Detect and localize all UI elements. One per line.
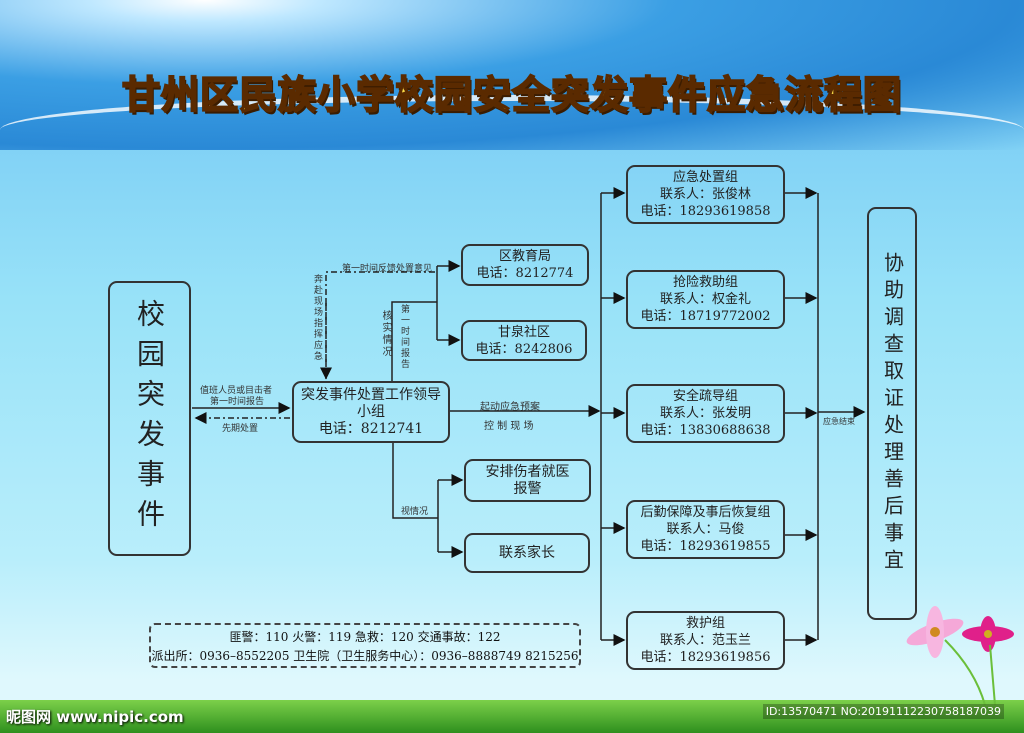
label-feedback: 第一时间反馈处置意见 (342, 264, 433, 274)
leader-group-box: 突发事件处置工作领导 小组 电话：8212741 (292, 381, 450, 443)
watermark: 昵图网 www.nipic.com (6, 708, 184, 726)
group-phone: 电话：18293619858 (640, 204, 771, 219)
group-contact: 联系人：张俊林 (659, 187, 751, 202)
injured-line1: 安排伤者就医 (485, 463, 570, 480)
leader-line1: 突发事件处置工作领导 (301, 386, 441, 403)
label-prelim: 先期处置 (222, 424, 259, 434)
group-phone: 电话：13830688638 (640, 423, 771, 438)
parents-label: 联系家长 (499, 544, 555, 561)
edu-phone: 电话：8212774 (476, 266, 574, 281)
label-report1: 值班人员或目击者 (200, 386, 273, 396)
banner-swoosh (0, 95, 1024, 165)
group-phone: 电话：18293619856 (640, 650, 771, 665)
group-box: 抢险救助组联系人：权金礼电话：18719772002 (626, 270, 785, 329)
image-id: ID:13570471 NO:20191112230758187039 (762, 704, 1004, 719)
hotline-line1: 匪警：110 火警：119 急救：120 交通事故：122 (229, 630, 501, 644)
emergency-hotlines: 匪警：110 火警：119 急救：120 交通事故：122 派出所：0936–8… (149, 623, 581, 668)
group-contact: 联系人：范玉兰 (659, 633, 751, 648)
community-name: 甘泉社区 (497, 324, 550, 340)
group-box: 后勤保障及事后恢复组联系人：马俊电话：18293619855 (626, 500, 785, 559)
group-name: 后勤保障及事后恢复组 (640, 505, 771, 520)
group-box: 救护组联系人：范玉兰电话：18293619856 (626, 611, 785, 670)
group-box: 安全疏导组联系人：张发明电话：13830688638 (626, 384, 785, 443)
group-phone: 电话：18293619855 (640, 539, 771, 554)
group-name: 抢险救助组 (672, 275, 738, 290)
group-name: 安全疏导组 (672, 389, 738, 404)
page-title: 甘州区民族小学校园安全突发事件应急流程图 (121, 72, 902, 118)
grass-decoration (0, 700, 1024, 733)
group-name: 应急处置组 (672, 170, 738, 185)
label-verify: 核实情况 (380, 310, 391, 358)
injured-box: 安排伤者就医报警 (464, 459, 591, 502)
label-end: 应急结束 (823, 417, 855, 426)
label-control: 控 制 现 场 (484, 421, 534, 432)
group-box: 应急处置组联系人：张俊林电话：18293619858 (626, 165, 785, 224)
edu-bureau-box: 区教育局电话：8212774 (461, 244, 589, 286)
label-depends: 视情况 (401, 507, 429, 517)
label-start-plan: 起动应急预案 (480, 402, 540, 413)
leader-line2: 小组 (357, 403, 385, 420)
label-rush: 奔赴现场指挥应急 (312, 274, 322, 362)
group-phone: 电话：18719772002 (640, 309, 771, 324)
hotline-line2: 派出所：0936–8552205 卫生院（卫生服务中心）：0936–888874… (151, 649, 579, 663)
community-phone: 电话：8242806 (475, 341, 573, 357)
parents-box: 联系家长 (464, 533, 590, 573)
injured-line2: 报警 (513, 480, 542, 497)
label-first-report: 第一时间报告 (399, 304, 409, 370)
edu-name: 区教育局 (498, 249, 551, 264)
group-contact: 联系人：张发明 (659, 406, 751, 421)
community-box: 甘泉社区电话：8242806 (461, 320, 587, 361)
final-box: 协助调查取证处理善后事宜 (867, 207, 917, 620)
group-name: 救护组 (685, 616, 725, 631)
leader-phone: 电话：8212741 (318, 420, 424, 437)
label-report2: 第一时间报告 (210, 397, 265, 407)
group-contact: 联系人：马俊 (666, 522, 745, 537)
group-contact: 联系人：权金礼 (659, 292, 751, 307)
event-box: 校园突发事件 (108, 281, 191, 556)
